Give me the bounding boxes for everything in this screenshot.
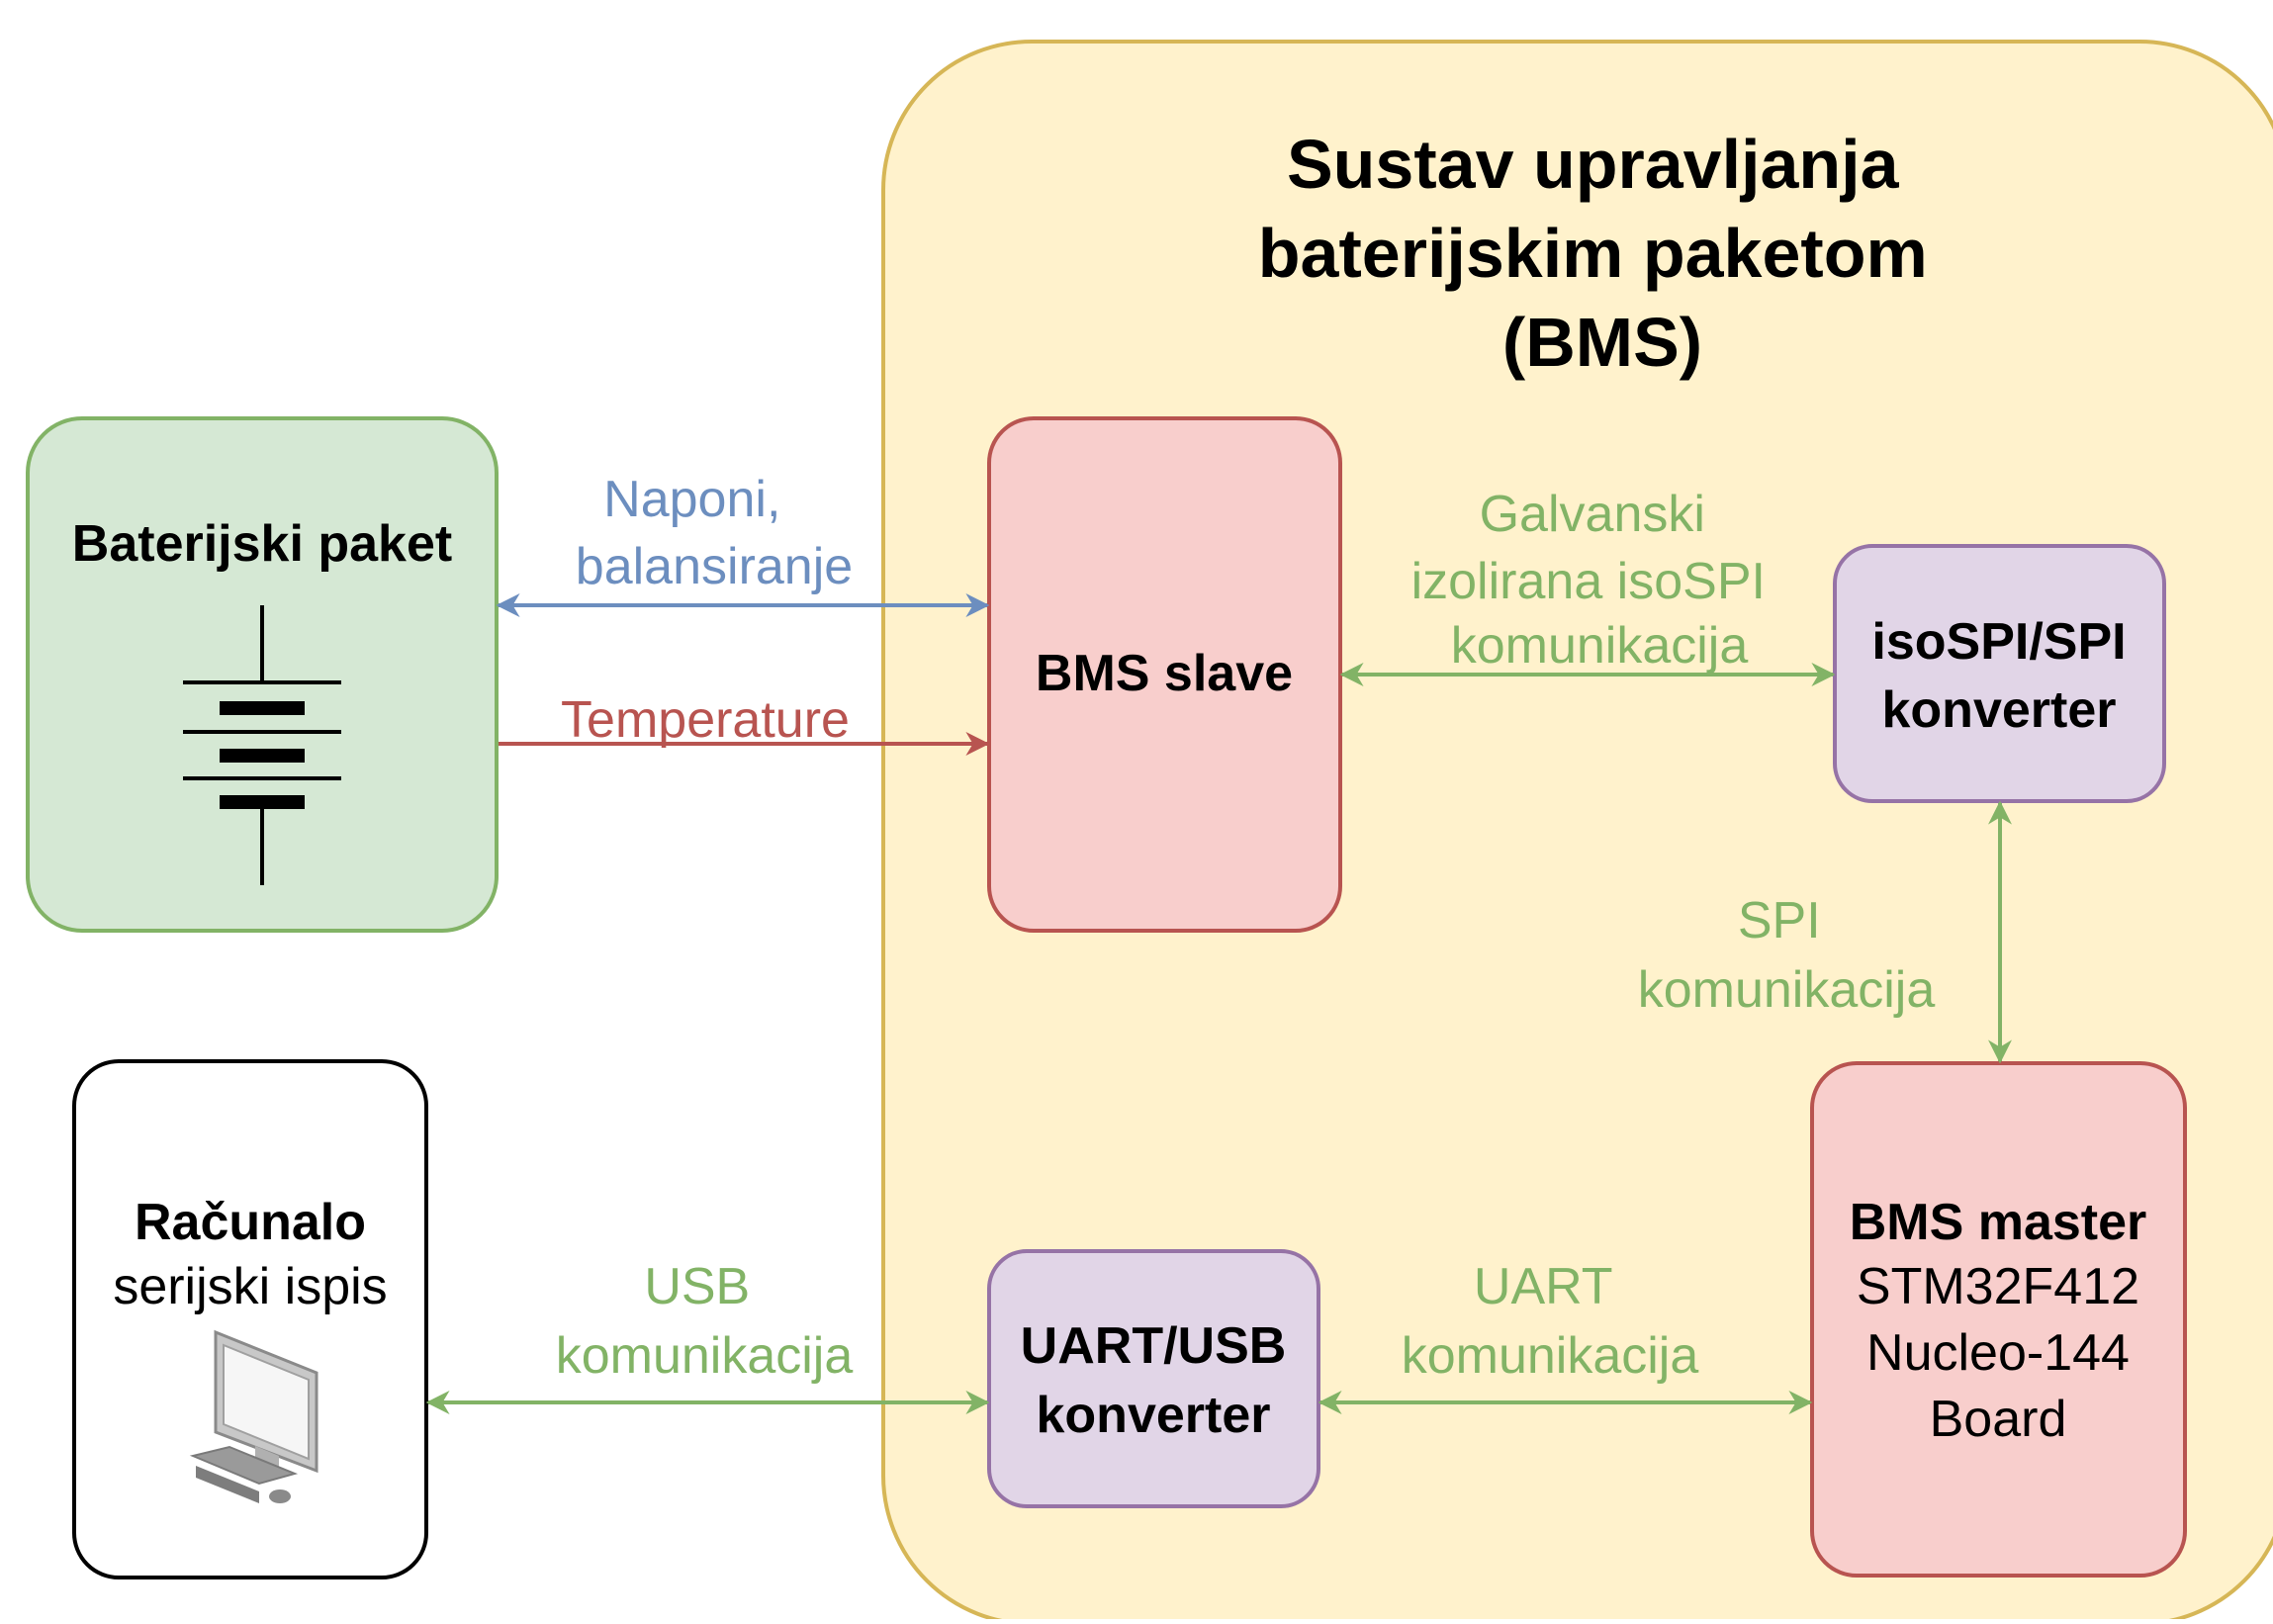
bms-title-line-1: Sustav upravljanja: [1287, 126, 1900, 203]
isospi-converter-node[interactable]: isoSPI/SPI konverter: [1833, 544, 2166, 803]
bms-title-line-3: (BMS): [1502, 304, 1702, 381]
usb-label-line-1: USB: [644, 1258, 750, 1315]
usb-label: USB komunikacija: [556, 1258, 854, 1385]
uart-usb-converter-label-1: UART/USB: [1021, 1317, 1287, 1375]
computer-label: Računalo: [135, 1194, 366, 1251]
computer-sublabel: serijski ispis: [113, 1258, 387, 1315]
spi-label-line-2: komunikacija: [1638, 961, 1936, 1019]
battery-pack-label: Baterijski paket: [72, 515, 452, 573]
uart-label-line-2: komunikacija: [1402, 1327, 1699, 1385]
uart-usb-converter-node[interactable]: UART/USB konverter: [987, 1249, 1320, 1508]
bms-master-chip: STM32F412: [1857, 1258, 2139, 1315]
isospi-converter-label-2: konverter: [1882, 681, 2117, 739]
isospi-converter-label-1: isoSPI/SPI: [1871, 613, 2126, 671]
bms-master-label: BMS master: [1850, 1194, 2147, 1251]
bms-slave-node[interactable]: BMS slave: [987, 416, 1342, 933]
computer-icon: [189, 1329, 318, 1503]
uart-label-line-1: UART: [1474, 1258, 1612, 1315]
isospi-label-line-1: Galvanski: [1480, 486, 1705, 543]
bms-master-board-suffix: Board: [1930, 1391, 2067, 1448]
bms-frame-title: Sustav upravljanja baterijskim paketom (…: [1258, 126, 1947, 381]
isospi-label: Galvanski izolirana isoSPI komunikacija: [1411, 486, 1780, 675]
temperatures-label: Temperature: [561, 691, 850, 749]
spi-label-line-1: SPI: [1738, 892, 1821, 949]
bms-slave-label: BMS slave: [1036, 645, 1293, 702]
voltages-label: Naponi, balansiranje: [576, 471, 853, 595]
battery-icon: [183, 605, 341, 885]
spi-label: SPI komunikacija: [1638, 892, 1936, 1019]
uart-label: UART komunikacija: [1402, 1258, 1699, 1385]
isospi-label-line-3: komunikacija: [1451, 617, 1749, 675]
bms-title-line-2: baterijskim paketom: [1258, 215, 1928, 292]
usb-label-line-2: komunikacija: [556, 1327, 854, 1385]
voltages-label-line-2: balansiranje: [576, 538, 853, 595]
bms-master-board: Nucleo-144: [1866, 1324, 2130, 1382]
uart-usb-converter-label-2: konverter: [1037, 1387, 1271, 1444]
isospi-label-line-2: izolirana isoSPI: [1411, 553, 1766, 610]
battery-pack-node[interactable]: Baterijski paket: [26, 416, 499, 933]
bms-master-node[interactable]: BMS master STM32F412 Nucleo-144 Board: [1810, 1061, 2187, 1578]
voltages-label-line-1: Naponi,: [603, 471, 780, 528]
computer-node[interactable]: Računalo serijski ispis: [72, 1059, 428, 1579]
